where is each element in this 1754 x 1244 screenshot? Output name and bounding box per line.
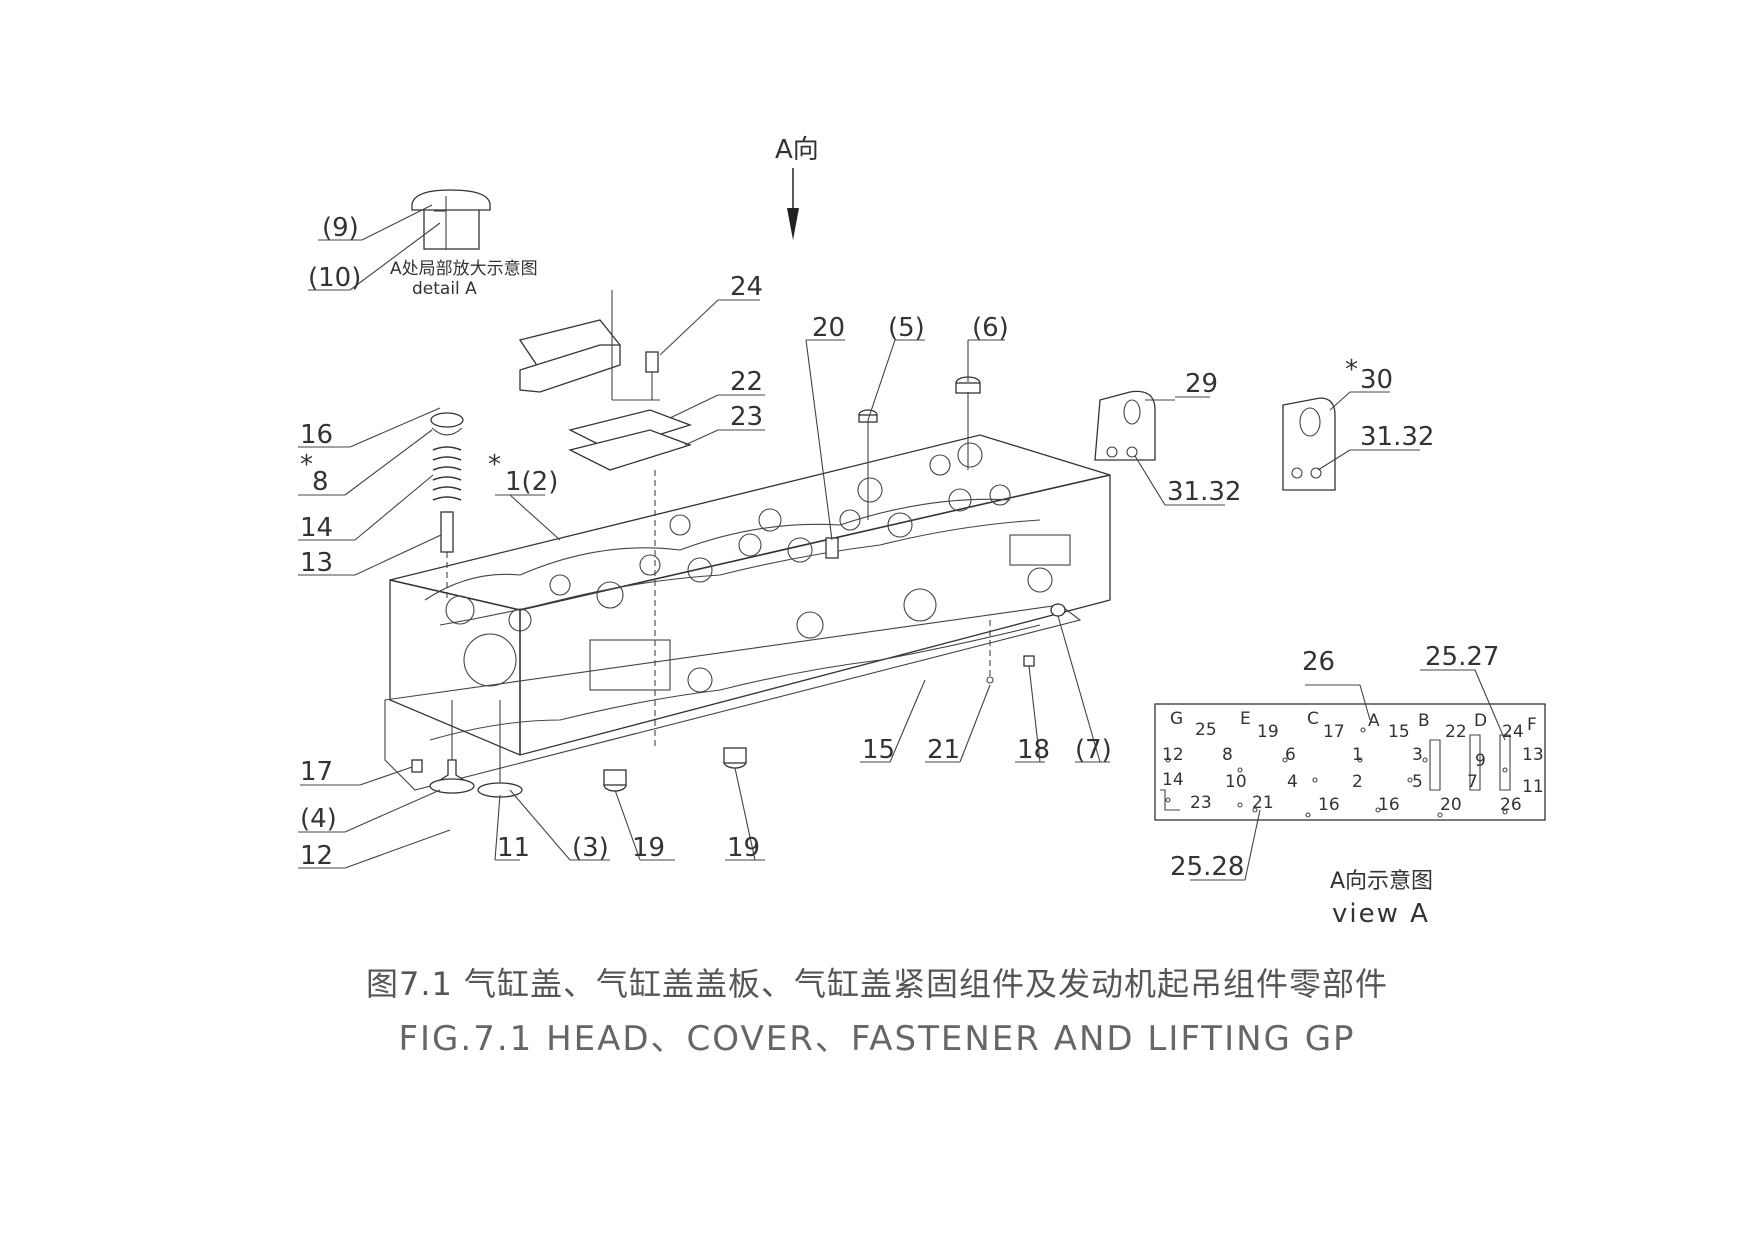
callout-25-27: 25.27: [1425, 642, 1499, 672]
grid-12: 12: [1162, 745, 1184, 765]
callout-1-2: 1(2): [505, 467, 558, 497]
callout-31-32-b: 31.32: [1360, 422, 1434, 452]
grid-D: D: [1474, 711, 1487, 731]
view-a-subtitle: view A: [1332, 899, 1430, 929]
callout-11: 11: [497, 833, 530, 863]
callout-7: (7): [1075, 735, 1112, 765]
grid-2: 2: [1352, 772, 1363, 792]
grid-9: 9: [1475, 751, 1486, 771]
grid-16-b: 16: [1378, 795, 1400, 815]
view-a-panel: 26 25.27 25.28 G 25 E 19 C 17 A 15: [1154, 642, 1546, 929]
grid-C: C: [1307, 709, 1319, 729]
grid-17: 17: [1323, 722, 1345, 742]
detail-a: (9) (10) A处局部放大示意图 detail A: [308, 189, 538, 299]
lower-parts: 17 (4) 12 11 (3) 19 19 15 21 18 (7): [298, 603, 1112, 871]
grid-26: 26: [1500, 795, 1522, 815]
detail-a-subtitle: detail A: [412, 279, 477, 299]
callout-14: 14: [300, 513, 333, 543]
direction-arrow: A向: [775, 135, 819, 240]
valve-train: 16 * 8 14 13 * 1(2): [298, 407, 561, 600]
caption-english: FIG.7.1 HEAD、COVER、FASTENER AND LIFTING …: [398, 1019, 1355, 1059]
callout-4: (4): [300, 804, 337, 834]
grid-F: F: [1527, 715, 1537, 735]
grid-21: 21: [1252, 793, 1274, 813]
grid-4: 4: [1287, 772, 1298, 792]
grid-13: 13: [1522, 745, 1544, 765]
callout-3: (3): [572, 833, 609, 863]
grid-3: 3: [1412, 745, 1423, 765]
grid-15: 15: [1388, 722, 1410, 742]
callout-9: (9): [322, 213, 359, 243]
callout-30: 30: [1360, 365, 1393, 395]
callout-17: 17: [300, 757, 333, 787]
grid-5: 5: [1412, 772, 1423, 792]
lifting-bracket-30: * 30 31.32: [1282, 355, 1434, 491]
callout-10: (10): [308, 263, 361, 293]
grid-B: B: [1418, 711, 1430, 731]
callout-18: 18: [1017, 735, 1050, 765]
grid-22: 22: [1445, 722, 1467, 742]
detail-a-title: A处局部放大示意图: [390, 259, 538, 279]
view-a-grid: G 25 E 19 C 17 A 15 B 22 D 24 F 12 8 6 1…: [1162, 709, 1544, 815]
caption-chinese: 图7.1 气缸盖、气缸盖盖板、气缸盖紧固组件及发动机起吊组件零部件: [366, 965, 1388, 1003]
callout-19-left: 19: [632, 833, 665, 863]
grid-G: G: [1170, 709, 1183, 729]
cover-assembly: 24 22 23: [518, 272, 765, 750]
callout-12: 12: [300, 841, 333, 871]
callout-6: (6): [972, 313, 1009, 343]
callout-13: 13: [300, 548, 333, 578]
grid-25: 25: [1195, 720, 1217, 740]
lifting-bracket-29: 29 31.32: [1094, 369, 1241, 507]
grid-6: 6: [1285, 745, 1296, 765]
callout-31-32-a: 31.32: [1167, 477, 1241, 507]
callout-29: 29: [1185, 369, 1218, 399]
direction-label: A向: [775, 135, 819, 165]
grid-7: 7: [1467, 772, 1478, 792]
grid-A: A: [1368, 711, 1380, 731]
callout-16: 16: [300, 420, 333, 450]
grid-11: 11: [1522, 777, 1544, 797]
grid-16-a: 16: [1318, 795, 1340, 815]
callout-24: 24: [730, 272, 763, 302]
callout-19-right: 19: [727, 833, 760, 863]
grid-E: E: [1240, 709, 1251, 729]
grid-23: 23: [1190, 793, 1212, 813]
grid-14: 14: [1162, 770, 1184, 790]
callout-22: 22: [730, 367, 763, 397]
callout-23: 23: [730, 402, 763, 432]
grid-10: 10: [1225, 772, 1247, 792]
callout-8: 8: [312, 467, 329, 497]
view-a-title: A向示意图: [1330, 869, 1433, 894]
grid-1: 1: [1352, 745, 1363, 765]
critical-mark-2: *: [488, 450, 501, 480]
grid-20: 20: [1440, 795, 1462, 815]
seals-and-plugs: (5) (6) 20: [805, 313, 1009, 559]
callout-20: 20: [812, 313, 845, 343]
callout-25-28: 25.28: [1170, 852, 1244, 882]
critical-mark: *: [300, 450, 313, 480]
grid-19: 19: [1257, 722, 1279, 742]
grid-8: 8: [1222, 745, 1233, 765]
callout-5: (5): [888, 313, 925, 343]
callout-21: 21: [927, 735, 960, 765]
callout-26: 26: [1302, 647, 1335, 677]
cylinder-head: [384, 434, 1111, 791]
critical-mark-3: *: [1345, 355, 1358, 385]
grid-24: 24: [1502, 722, 1524, 742]
callout-15: 15: [862, 735, 895, 765]
